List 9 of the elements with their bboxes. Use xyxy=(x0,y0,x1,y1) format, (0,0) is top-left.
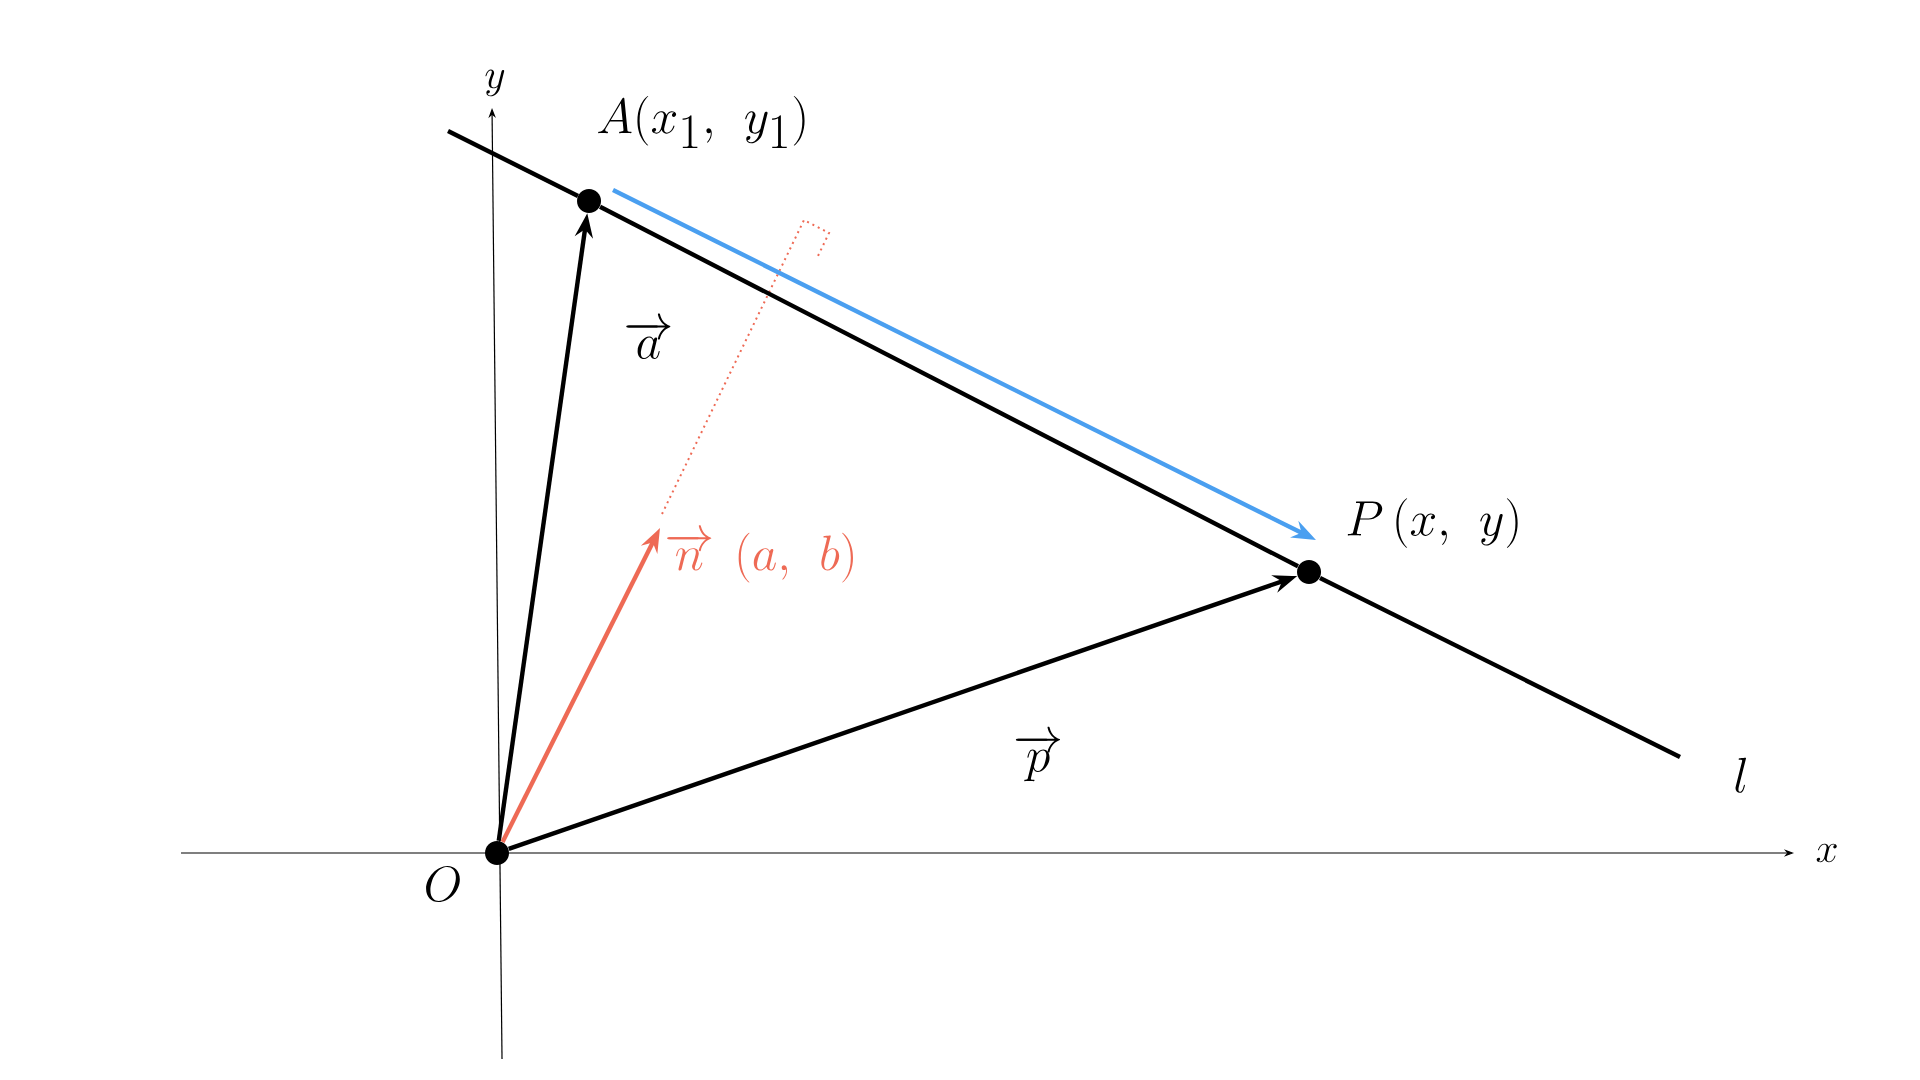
edge-label: $\overrightarrow{p}$ xyxy=(1015,726,1061,782)
point-label: $O$ xyxy=(426,865,460,903)
axis-label: $l$ xyxy=(1735,757,1746,793)
point-label: $A(x_1,\ y_1)$ xyxy=(598,95,805,149)
axis-label: $y$ xyxy=(485,69,505,97)
axis-label: $x$ xyxy=(1816,843,1837,863)
point-label: $P\,(x,\ y)$ xyxy=(1347,498,1518,548)
vector-label: $\overrightarrow{n}\ (a,\ b)$ xyxy=(667,525,853,583)
edge-label: $\overrightarrow{a}$ xyxy=(626,313,671,359)
